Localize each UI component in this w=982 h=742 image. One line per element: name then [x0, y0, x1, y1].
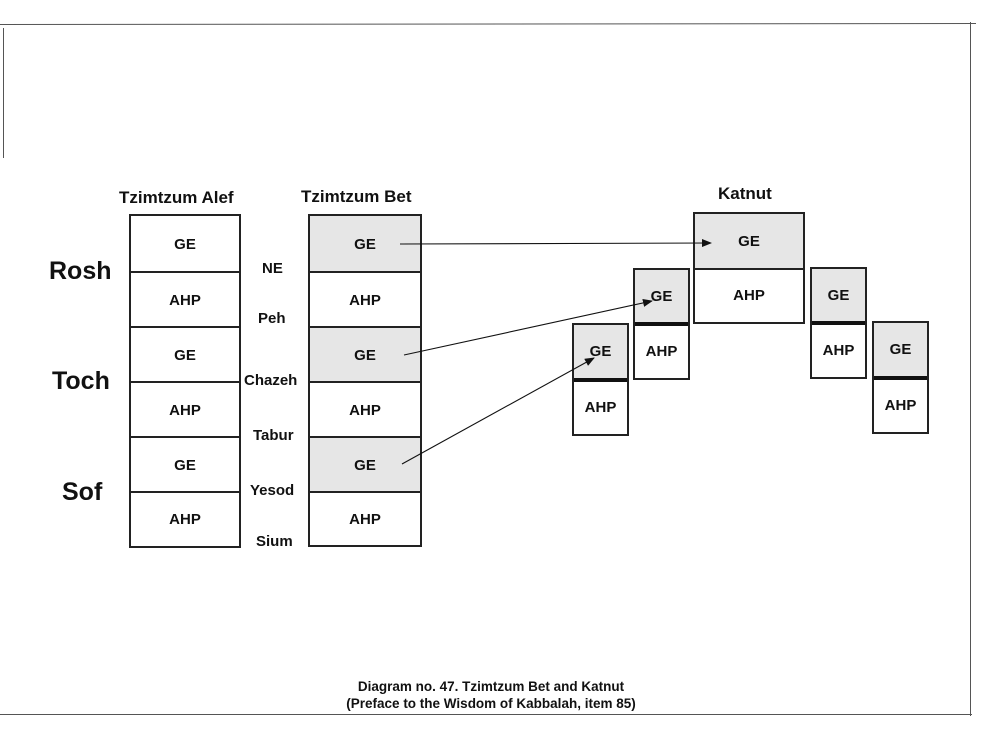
row-label-rosh: Rosh [49, 257, 112, 285]
katnut-sof-left-box: GE AHP [572, 323, 629, 436]
katnut-sof-right-box: GE AHP [872, 321, 929, 434]
caption-line-1: Diagram no. 47. Tzimtzum Bet and Katnut [357, 679, 625, 694]
katnut-toch-left-box: GE AHP [633, 268, 690, 380]
katnut-toch-right-ahp: AHP [822, 341, 855, 359]
row-label-sof: Sof [62, 478, 103, 506]
tzimtzum-alef-column: GE AHP GE AHP GE AHP [129, 214, 241, 548]
katnut-rosh-ahp: AHP [733, 286, 765, 304]
arrow-sof-ge [401, 357, 595, 465]
alef-cell-ahp-rosh: AHP [131, 271, 239, 327]
katnut-sof-right-ahp: AHP [884, 396, 917, 414]
alef-cell-ge-rosh: GE [174, 235, 196, 253]
bet-cell-ge-toch: GE [310, 326, 420, 382]
katnut-toch-right-ge: GE [812, 269, 865, 325]
frame-bottom-border [0, 714, 972, 715]
level-label-ne: NE [262, 260, 283, 277]
arrow-toch-ge [403, 299, 653, 356]
alef-cell-ge-sof: GE [131, 436, 239, 492]
frame-left-border [3, 28, 4, 158]
katnut-sof-right-ge: GE [874, 323, 927, 380]
bet-cell-ahp-toch: AHP [310, 381, 420, 437]
level-label-peh: Peh [258, 310, 286, 327]
level-label-tabur: Tabur [253, 427, 294, 444]
level-label-sium: Sium [256, 533, 293, 550]
katnut-sof-left-ahp: AHP [584, 398, 617, 416]
katnut-toch-left-ge: GE [635, 270, 688, 326]
alef-cell-ge-toch: GE [131, 326, 239, 382]
caption-line-2: (Preface to the Wisdom of Kabbalah, item… [346, 696, 636, 711]
row-label-toch: Toch [52, 367, 110, 395]
katnut-rosh-ge: GE [695, 214, 803, 270]
alef-cell-ahp-sof: AHP [131, 491, 239, 546]
tzimtzum-alef-title: Tzimtzum Alef [119, 188, 234, 207]
katnut-toch-right-box: GE AHP [810, 267, 867, 379]
katnut-rosh-box: GE AHP [693, 212, 805, 324]
katnut-toch-left-ahp: AHP [645, 342, 678, 360]
tzimtzum-bet-column: GE AHP GE AHP GE AHP [308, 214, 422, 547]
tzimtzum-bet-title: Tzimtzum Bet [301, 187, 412, 206]
bet-cell-ahp-rosh: AHP [310, 271, 420, 327]
arrow-rosh-ge [399, 239, 712, 248]
bet-cell-ahp-sof: AHP [310, 491, 420, 545]
bet-cell-ge-sof: GE [310, 436, 420, 492]
level-label-yesod: Yesod [250, 482, 295, 499]
frame-right-border [970, 22, 971, 716]
katnut-title: Katnut [718, 184, 772, 203]
katnut-sof-left-ge: GE [574, 325, 627, 382]
alef-cell-ahp-toch: AHP [131, 381, 239, 437]
level-label-chazeh: Chazeh [244, 372, 298, 389]
